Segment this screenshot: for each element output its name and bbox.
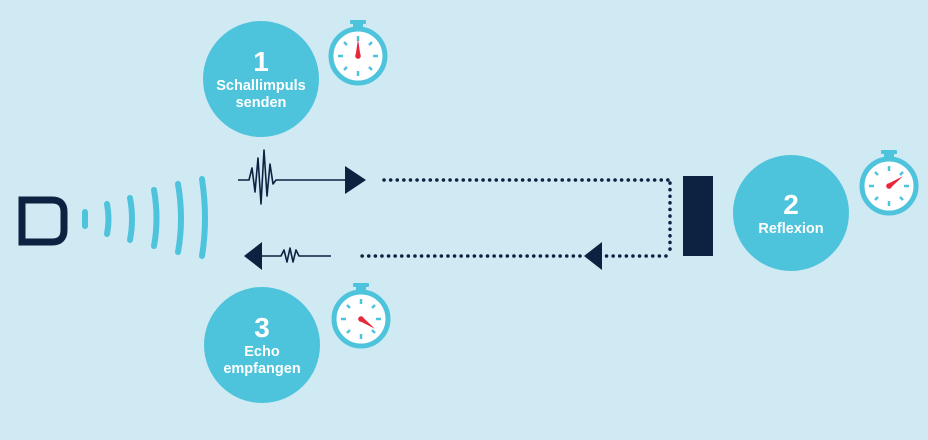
sound-path <box>354 178 672 258</box>
step-1-number: 1 <box>253 46 269 77</box>
step-2-number: 2 <box>783 188 799 220</box>
sound-wave-5 <box>175 181 184 255</box>
sound-waves <box>82 176 208 259</box>
pulse-waveform-icon <box>238 149 345 205</box>
outgoing-pulse <box>238 149 366 205</box>
stopwatch-icon-3 <box>331 283 391 349</box>
step-2-circle: 2 Reflexion <box>733 155 849 271</box>
step-2-label: Reflexion <box>758 220 824 237</box>
echo-pulse <box>244 242 331 270</box>
sound-wave-6 <box>199 176 208 259</box>
step-3-number: 3 <box>254 312 270 343</box>
step-1-label: Schallimpuls senden <box>216 78 306 111</box>
sound-wave-4 <box>151 187 160 249</box>
stopwatch-icon-1 <box>328 20 388 86</box>
echo-waveform-icon <box>262 247 331 263</box>
reflector-block <box>683 176 713 256</box>
step-1-circle: 1 Schallimpuls senden <box>203 21 319 137</box>
sound-wave-3 <box>127 195 135 243</box>
step-3-label: Echo empfangen <box>223 344 301 377</box>
echo-arrow-head <box>244 242 262 270</box>
sensor-icon <box>18 196 68 246</box>
outgoing-arrow-head <box>345 166 366 194</box>
sound-wave-2 <box>104 201 112 237</box>
return-arrow-head-mid <box>584 242 602 270</box>
stopwatch-icon-2 <box>859 150 919 216</box>
step-3-circle: 3 Echo empfangen <box>204 287 320 403</box>
